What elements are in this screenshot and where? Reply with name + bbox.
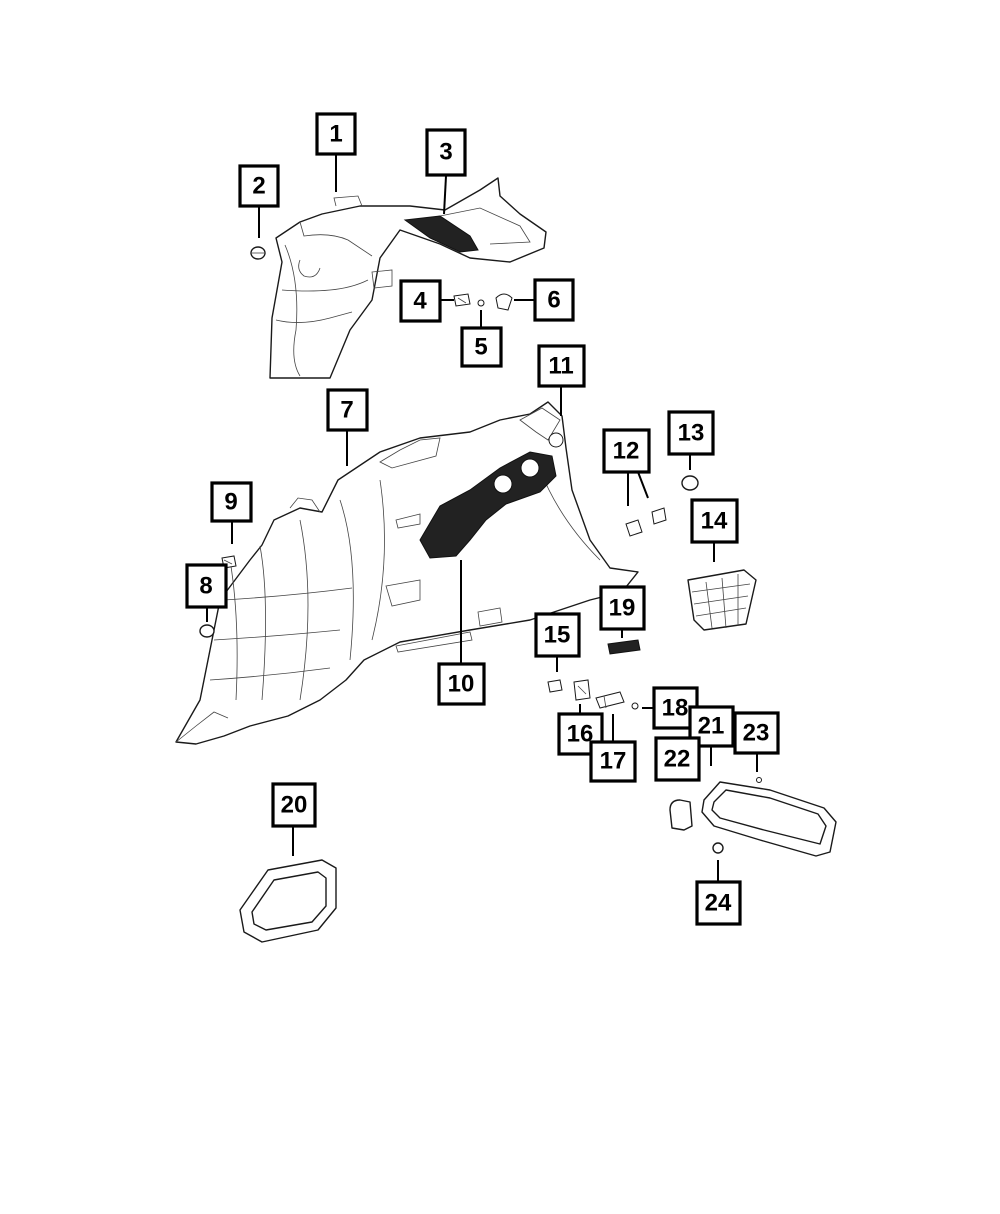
callout-16-label: 16 <box>567 721 594 748</box>
callout-18: 18 <box>652 686 699 730</box>
callout-11-label: 11 <box>548 353 573 380</box>
cap-part-6 <box>495 293 513 311</box>
screw-part-23 <box>756 777 762 783</box>
screw-part-5 <box>477 299 485 307</box>
callout-24: 24 <box>695 880 742 926</box>
callout-24-label: 24 <box>705 890 732 917</box>
callout-17: 17 <box>589 740 637 783</box>
callout-1-label: 1 <box>329 121 342 148</box>
callout-2-label: 2 <box>252 173 265 200</box>
callout-15-label: 15 <box>544 622 571 649</box>
lower-quarter-trim-panel <box>175 401 639 745</box>
callout-19-label: 19 <box>609 595 636 622</box>
callout-6-label: 6 <box>547 287 560 314</box>
callout-10: 10 <box>437 662 486 706</box>
callout-7: 7 <box>326 388 369 432</box>
callout-6: 6 <box>533 278 575 322</box>
callout-4-label: 4 <box>413 288 427 315</box>
leader-lines <box>206 155 758 882</box>
callout-20-label: 20 <box>281 792 308 819</box>
callout-14: 14 <box>690 498 739 544</box>
callout-15: 15 <box>534 612 581 658</box>
frame-part-21 <box>701 781 837 857</box>
callout-19: 19 <box>599 585 646 631</box>
screw-part-18 <box>631 702 639 710</box>
push-pin-part-2 <box>250 246 266 260</box>
callout-22: 22 <box>654 736 701 782</box>
callout-8: 8 <box>185 563 228 609</box>
callout-23: 23 <box>733 711 780 755</box>
callout-16: 16 <box>557 712 604 756</box>
callout-22-label: 22 <box>664 746 691 773</box>
callout-21-label: 21 <box>698 713 725 740</box>
callout-5: 5 <box>460 326 503 368</box>
callout-2: 2 <box>238 164 280 208</box>
callout-20: 20 <box>271 782 317 828</box>
vent-part-19 <box>607 639 641 655</box>
cover-part-12 <box>625 507 667 537</box>
bracket-part-16 <box>573 679 591 701</box>
push-pin-part-8 <box>199 624 215 638</box>
callout-13-label: 13 <box>678 420 705 447</box>
callout-5-label: 5 <box>474 334 487 361</box>
callout-23-label: 23 <box>743 720 770 747</box>
callout-14-label: 14 <box>701 508 728 535</box>
bezel-part-20 <box>239 859 337 943</box>
callout-4: 4 <box>399 279 442 323</box>
callout-9-label: 9 <box>224 489 237 516</box>
cover-part-22 <box>669 799 693 831</box>
clip-part-15 <box>547 679 563 693</box>
nut-part-24 <box>712 842 724 854</box>
callout-11: 11 <box>537 344 586 388</box>
callout-3: 3 <box>425 128 467 177</box>
callout-7-label: 7 <box>340 397 353 424</box>
callout-18-label: 18 <box>662 695 689 722</box>
latch-part-17 <box>595 691 625 709</box>
callout-12: 12 <box>602 428 651 474</box>
callout-12-label: 12 <box>613 438 640 465</box>
plug-part-13 <box>681 475 699 491</box>
callout-10-label: 10 <box>448 671 475 698</box>
callout-9: 9 <box>210 481 253 523</box>
storage-net-part-14 <box>687 569 757 631</box>
callout-3-label: 3 <box>439 139 452 166</box>
callout-17-label: 17 <box>600 748 627 775</box>
clip-part-4 <box>453 293 471 307</box>
callout-8-label: 8 <box>199 573 212 600</box>
callout-1: 1 <box>315 112 357 156</box>
upper-quarter-trim-panel <box>269 177 547 379</box>
callout-13: 13 <box>667 410 715 456</box>
